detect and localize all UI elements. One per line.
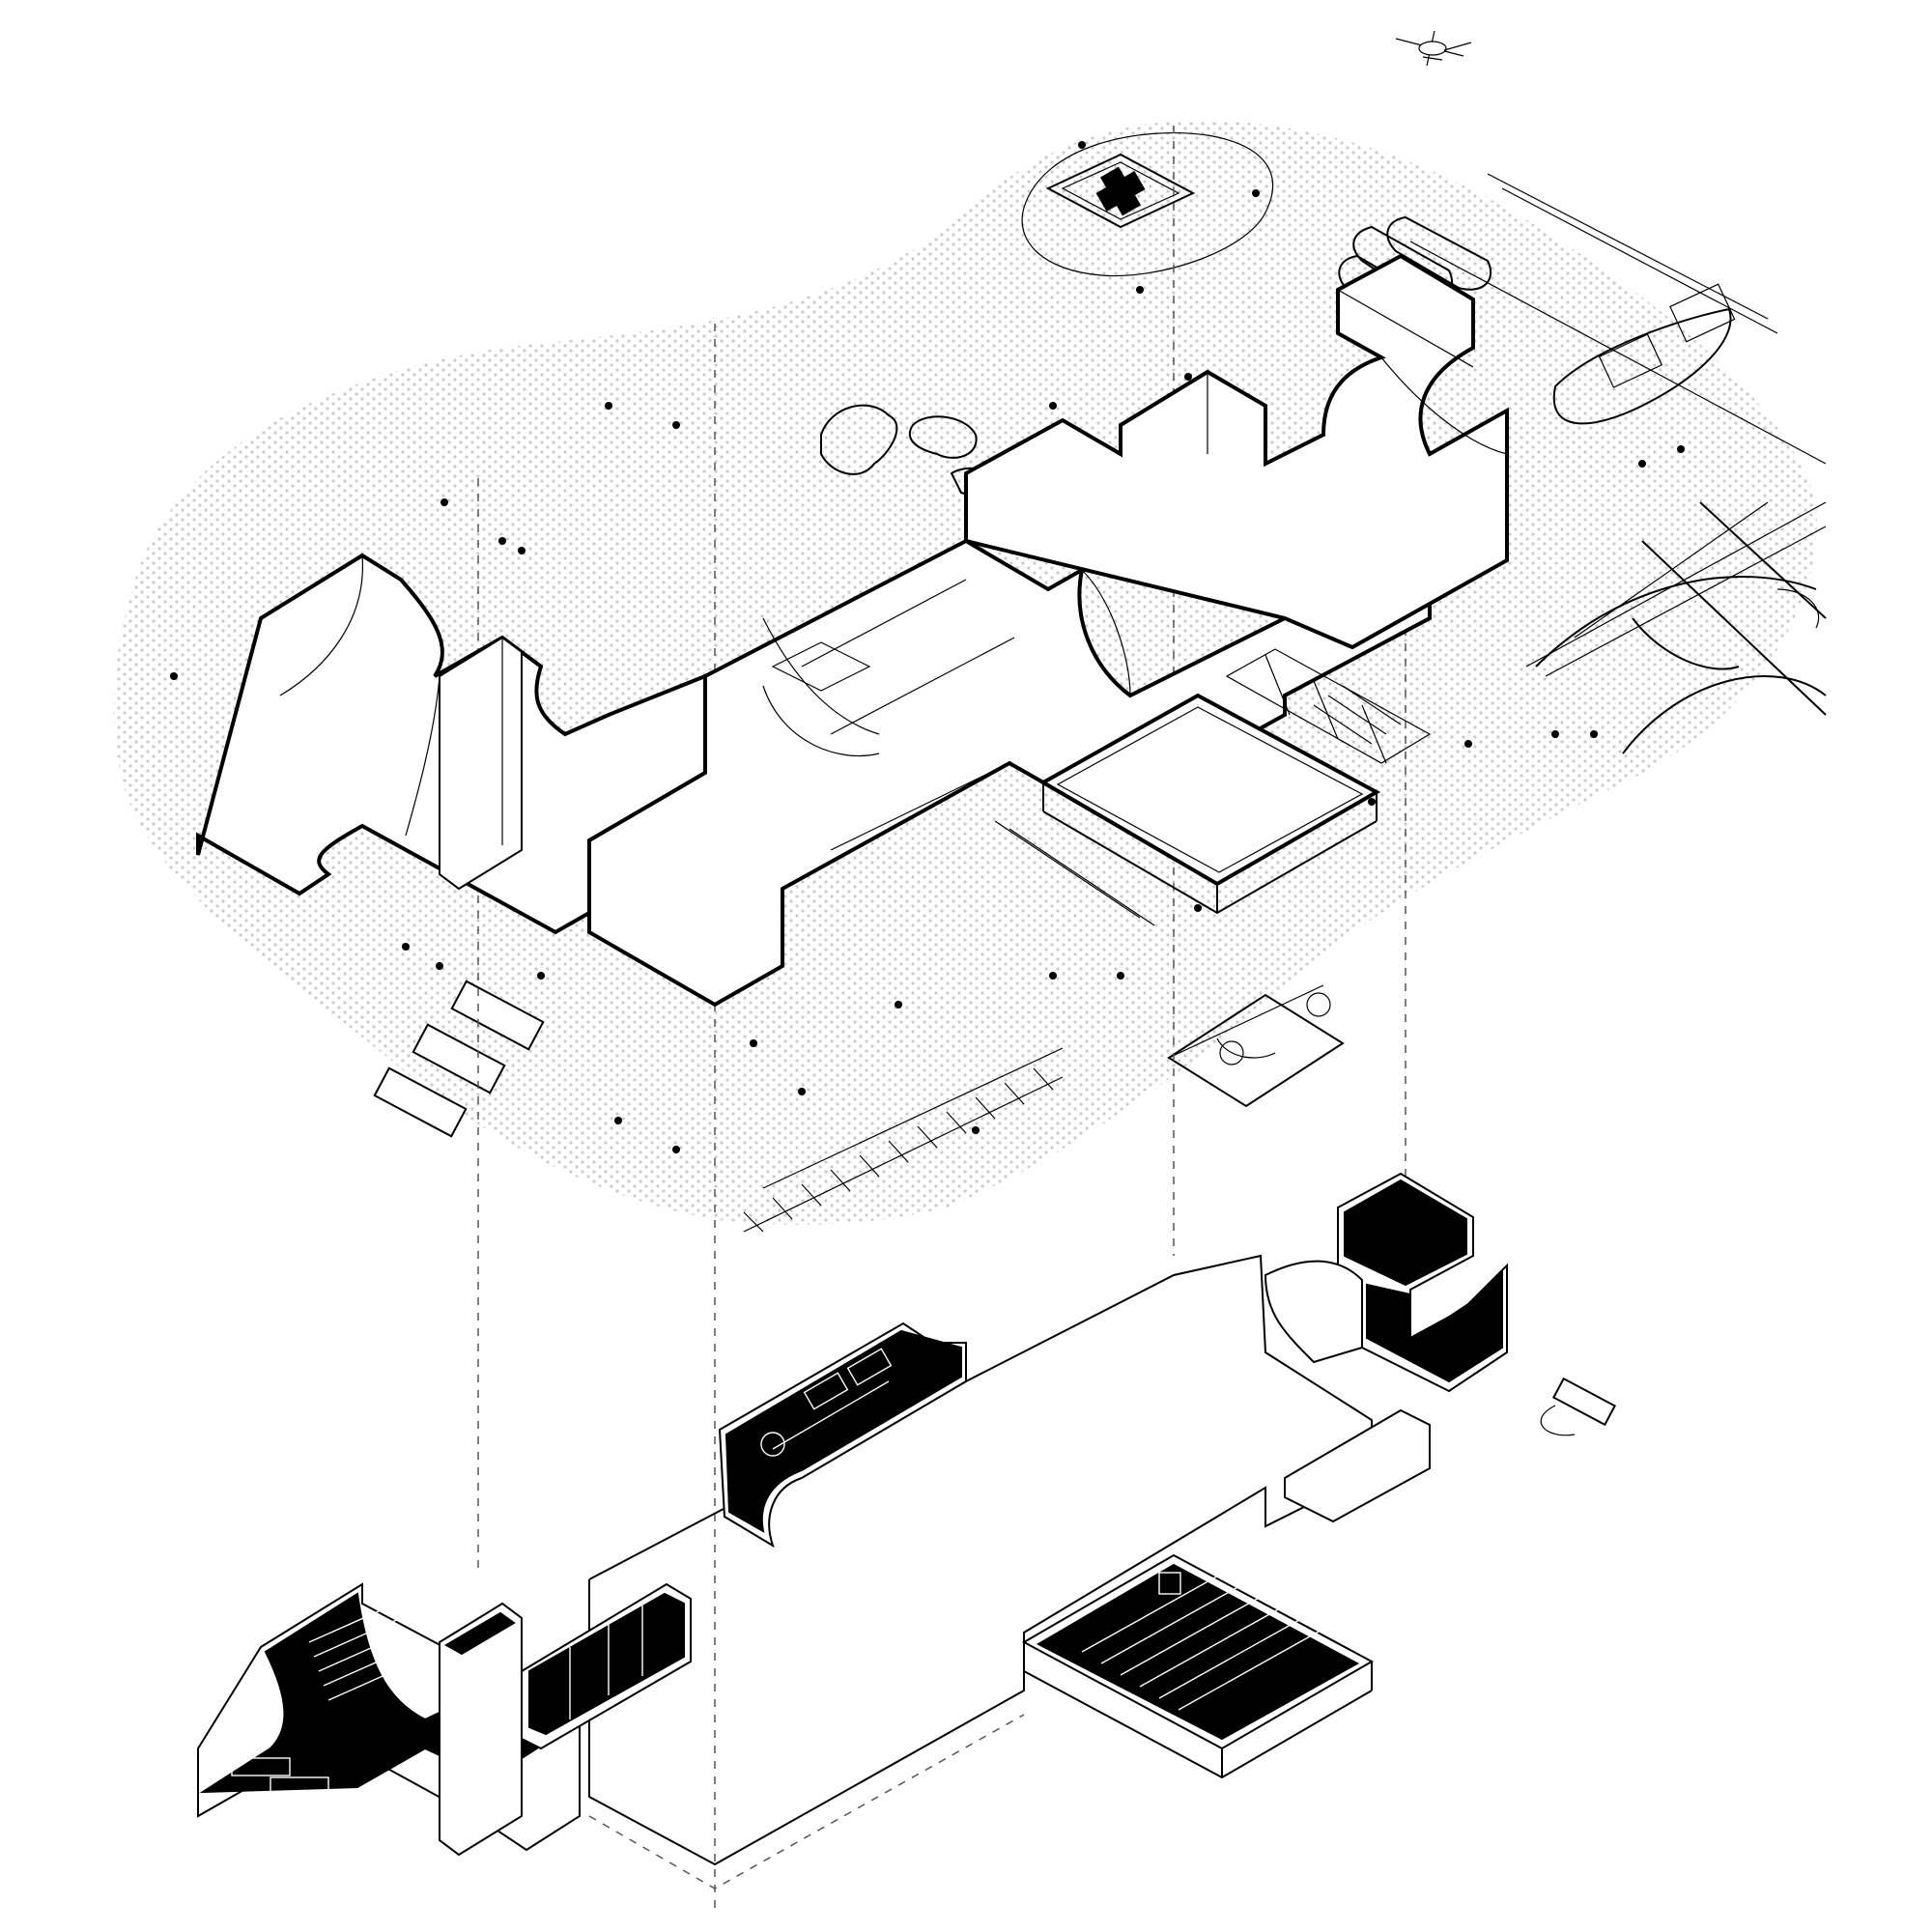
- bus-icon: [1540, 1405, 1576, 1436]
- basketball-court: [1167, 984, 1345, 1108]
- helicopter-icon: [1395, 30, 1472, 67]
- upper-level-massing: [196, 253, 1509, 1008]
- bus-icon: [373, 980, 1617, 1427]
- sports-court: [1535, 501, 1827, 754]
- harbour: [1409, 173, 1827, 677]
- parking-lot: [743, 1047, 1064, 1233]
- lower-level-plan: [197, 1172, 1576, 1889]
- bench-rows: [994, 685, 1402, 926]
- helipad-icon: [1021, 132, 1274, 277]
- boat-icon: [1552, 283, 1736, 425]
